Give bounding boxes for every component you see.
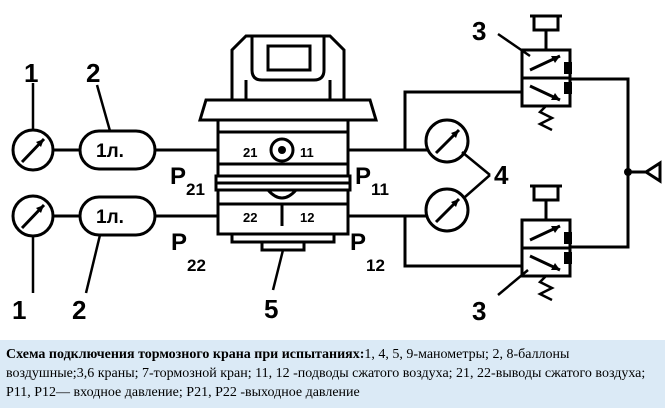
svg-text:P: P bbox=[350, 229, 366, 256]
label-p11: P 11 bbox=[355, 163, 389, 199]
valve-bottom bbox=[520, 184, 572, 302]
leader-3-bottom bbox=[497, 269, 529, 296]
label-2-top: 2 bbox=[86, 58, 100, 88]
tank-bottom-text: 1л. bbox=[96, 207, 124, 228]
leader-4-bottom bbox=[464, 174, 491, 198]
port-12-label: 12 bbox=[300, 210, 314, 225]
svg-text:12: 12 bbox=[366, 256, 385, 275]
leader-2-bottom bbox=[84, 234, 102, 294]
label-3-top: 3 bbox=[472, 16, 486, 46]
tank-bottom: 1л. bbox=[78, 195, 157, 237]
label-5: 5 bbox=[264, 294, 278, 324]
port-22-label: 22 bbox=[243, 210, 257, 225]
brake-valve bbox=[197, 34, 379, 252]
svg-text:P: P bbox=[170, 163, 186, 190]
figure-caption: Схема подключения тормозного крана при и… bbox=[0, 340, 665, 408]
svg-text:P: P bbox=[355, 163, 371, 190]
svg-text:11: 11 bbox=[371, 180, 389, 199]
leader-2-top bbox=[95, 84, 112, 132]
svg-text:21: 21 bbox=[186, 180, 205, 199]
label-p12: P 12 bbox=[350, 229, 385, 275]
air-supply-symbol bbox=[643, 160, 662, 184]
label-3-bottom: 3 bbox=[472, 296, 486, 326]
tank-top: 1л. bbox=[78, 129, 157, 171]
label-p21: P 21 bbox=[170, 163, 205, 199]
gauge-left-top bbox=[11, 128, 55, 172]
valve-top bbox=[520, 14, 572, 132]
gauge-right-bottom bbox=[424, 187, 470, 233]
label-1-top: 1 bbox=[24, 58, 38, 88]
tank-top-text: 1л. bbox=[96, 141, 124, 162]
caption-text: 1, 4, 5, 9-манометры; 2, 8-баллоны возду… bbox=[6, 347, 646, 400]
leader-4-top bbox=[461, 151, 491, 176]
gauge-left-bottom bbox=[11, 194, 55, 238]
port-11-label: 11 bbox=[300, 145, 314, 160]
brake-valve-test-diagram: 1 1 1л. 1л. 2 2 bbox=[11, 14, 662, 326]
leader-3-top bbox=[497, 32, 531, 58]
port-21-label: 21 bbox=[243, 145, 257, 160]
label-2-bottom: 2 bbox=[72, 295, 86, 325]
gauge-right-top bbox=[424, 118, 470, 164]
label-1-bottom: 1 bbox=[12, 295, 26, 325]
svg-text:P: P bbox=[171, 229, 187, 256]
label-p22: P 22 bbox=[171, 229, 206, 275]
caption-title: Схема подключения тормозного крана при и… bbox=[6, 347, 365, 362]
label-4: 4 bbox=[494, 160, 509, 190]
leader-5 bbox=[271, 249, 285, 291]
svg-text:22: 22 bbox=[187, 256, 206, 275]
